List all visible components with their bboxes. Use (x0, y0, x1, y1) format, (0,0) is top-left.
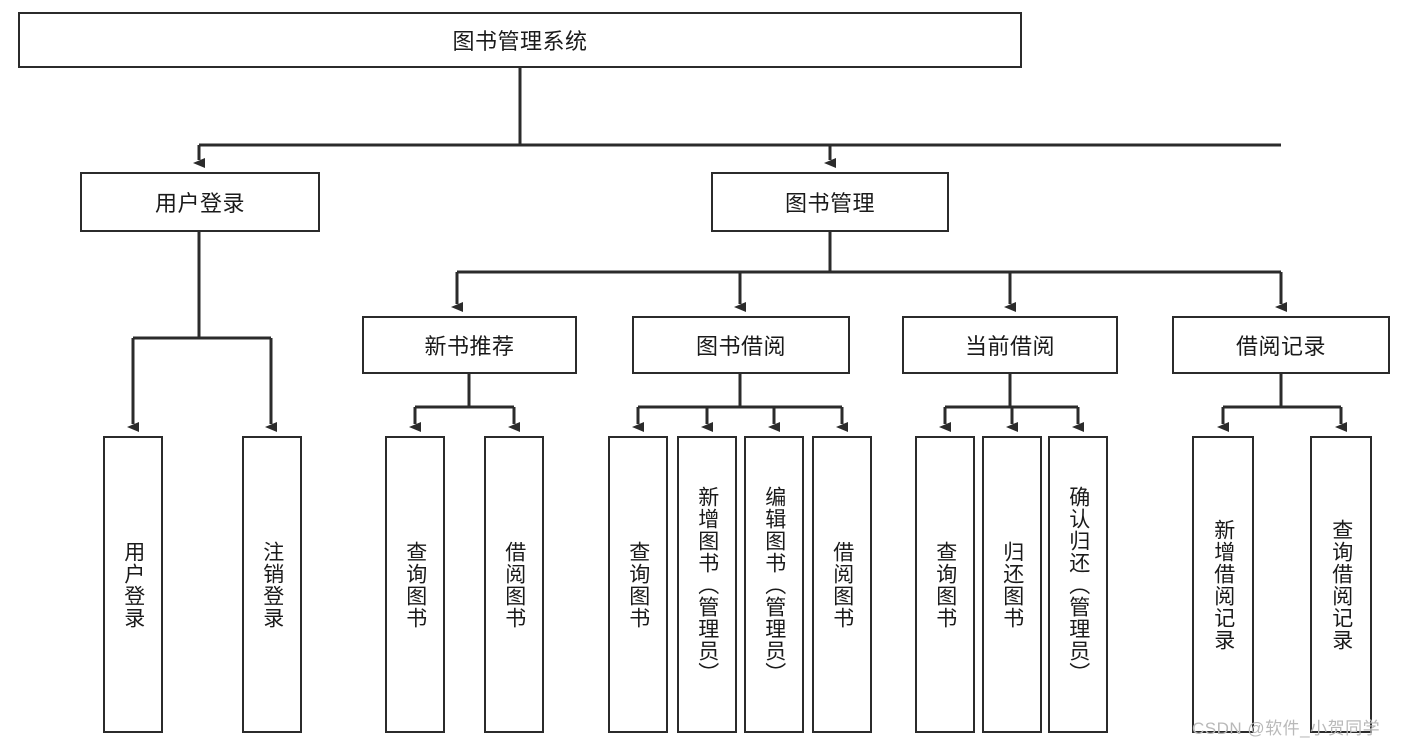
leaf-logout-label: 注销登录 (260, 540, 284, 629)
leaf-return-book[interactable]: 归还图书 (982, 436, 1042, 733)
csdn-watermark: CSDN @软件_小贺同学 (1192, 719, 1381, 738)
node-current-borrow-label: 当前借阅 (964, 334, 1055, 359)
leaf-confirm-return-admin[interactable]: 确认归还（管理员） (1048, 436, 1108, 733)
node-new-book-recommend-label: 新书推荐 (424, 334, 515, 359)
leaf-query-book-1[interactable]: 查询图书 (385, 436, 445, 733)
leaf-borrow-book-1-label: 借阅图书 (502, 540, 526, 629)
node-book-management[interactable]: 图书管理 (711, 172, 949, 232)
leaf-return-book-label: 归还图书 (1000, 540, 1024, 629)
leaf-query-borrow-record[interactable]: 查询借阅记录 (1310, 436, 1372, 733)
leaf-query-book-1-label: 查询图书 (403, 540, 427, 629)
edge-group-book-borrow (632, 374, 848, 432)
leaf-query-book-3[interactable]: 查询图书 (915, 436, 975, 733)
edge-group-root (193, 68, 1281, 168)
leaf-query-borrow-record-label: 查询借阅记录 (1329, 518, 1353, 651)
node-user-login-label: 用户登录 (154, 191, 245, 216)
node-book-management-label: 图书管理 (784, 191, 875, 216)
leaf-query-book-2-label: 查询图书 (626, 540, 650, 629)
edge-group-current-borrow (939, 374, 1084, 432)
node-borrow-record[interactable]: 借阅记录 (1172, 316, 1390, 374)
leaf-borrow-book-2-label: 借阅图书 (830, 540, 854, 629)
leaf-user-login-label: 用户登录 (121, 540, 145, 629)
node-book-borrow[interactable]: 图书借阅 (632, 316, 850, 374)
leaf-edit-book-admin-label: 编辑图书（管理员） (762, 485, 786, 684)
node-current-borrow[interactable]: 当前借阅 (902, 316, 1118, 374)
node-user-login[interactable]: 用户登录 (80, 172, 320, 232)
leaf-confirm-return-admin-label: 确认归还（管理员） (1066, 485, 1090, 684)
leaf-edit-book-admin[interactable]: 编辑图书（管理员） (744, 436, 804, 733)
leaf-add-book-admin[interactable]: 新增图书（管理员） (677, 436, 737, 733)
node-borrow-record-label: 借阅记录 (1235, 334, 1326, 359)
node-book-borrow-label: 图书借阅 (695, 334, 786, 359)
leaf-query-book-3-label: 查询图书 (933, 540, 957, 629)
edge-group-borrow-record (1217, 374, 1347, 432)
edge-group-new-book-recommend (409, 374, 520, 432)
leaf-borrow-book-1[interactable]: 借阅图书 (484, 436, 544, 733)
leaf-add-borrow-record[interactable]: 新增借阅记录 (1192, 436, 1254, 733)
node-root[interactable]: 图书管理系统 (18, 12, 1022, 68)
leaf-add-borrow-record-label: 新增借阅记录 (1211, 518, 1235, 651)
leaf-query-book-2[interactable]: 查询图书 (608, 436, 668, 733)
edge-group-book-management (451, 232, 1287, 312)
leaf-logout[interactable]: 注销登录 (242, 436, 302, 733)
edge-group-user-login (127, 232, 277, 432)
leaf-add-book-admin-label: 新增图书（管理员） (695, 485, 719, 684)
node-root-label: 图书管理系统 (452, 29, 588, 54)
leaf-user-login[interactable]: 用户登录 (103, 436, 163, 733)
node-new-book-recommend[interactable]: 新书推荐 (362, 316, 577, 374)
leaf-borrow-book-2[interactable]: 借阅图书 (812, 436, 872, 733)
